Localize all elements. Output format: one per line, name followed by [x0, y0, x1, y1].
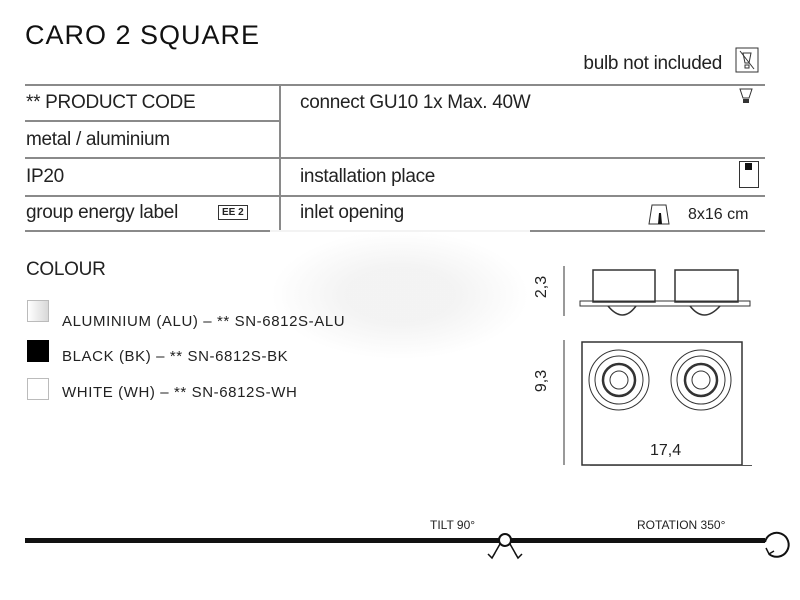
product-title: CARO 2 SQUARE: [25, 20, 261, 50]
rotation-label: ROTATION 350°: [637, 518, 726, 532]
rotation-icon: [764, 531, 790, 558]
colour-aluminium: ALUMINIUM (ALU) – ** SN-6812S-ALU: [62, 313, 346, 330]
gu10-bulb-icon: [739, 88, 753, 103]
colour-heading: COLOUR: [26, 259, 106, 280]
swatch-white: [27, 378, 49, 400]
product-code-label: ** PRODUCT CODE: [26, 92, 196, 113]
colour-white: WHITE (WH) – ** SN-6812S-WH: [62, 384, 298, 401]
bulb-note: bulb not included: [583, 53, 722, 74]
energy-label: group energy label: [26, 202, 178, 223]
ceiling-installation-icon: [739, 161, 759, 188]
technical-drawing: [563, 266, 751, 466]
inlet-size: 8x16 cm: [688, 206, 749, 223]
dimension-depth: 9,3: [533, 369, 551, 393]
inlet-label: inlet opening: [300, 202, 404, 223]
ip-rating: IP20: [26, 166, 64, 187]
inlet-opening-icon: [648, 204, 670, 225]
no-bulb-icon: [735, 47, 759, 73]
tilt-label: TILT 90°: [430, 518, 476, 532]
colour-black: BLACK (BK) – ** SN-6812S-BK: [62, 348, 289, 365]
swatch-black: [27, 340, 49, 362]
tilt-icon: [487, 533, 523, 560]
swatch-aluminium: [27, 300, 49, 322]
dimension-height: 2,3: [533, 275, 551, 299]
installation-label: installation place: [300, 166, 436, 187]
energy-badge: EE 2: [218, 205, 248, 220]
material: metal / aluminium: [26, 129, 170, 150]
watermark-logo: [270, 230, 530, 360]
connect-spec: connect GU10 1x Max. 40W: [300, 92, 531, 113]
dimension-width: 17,4: [650, 442, 682, 459]
